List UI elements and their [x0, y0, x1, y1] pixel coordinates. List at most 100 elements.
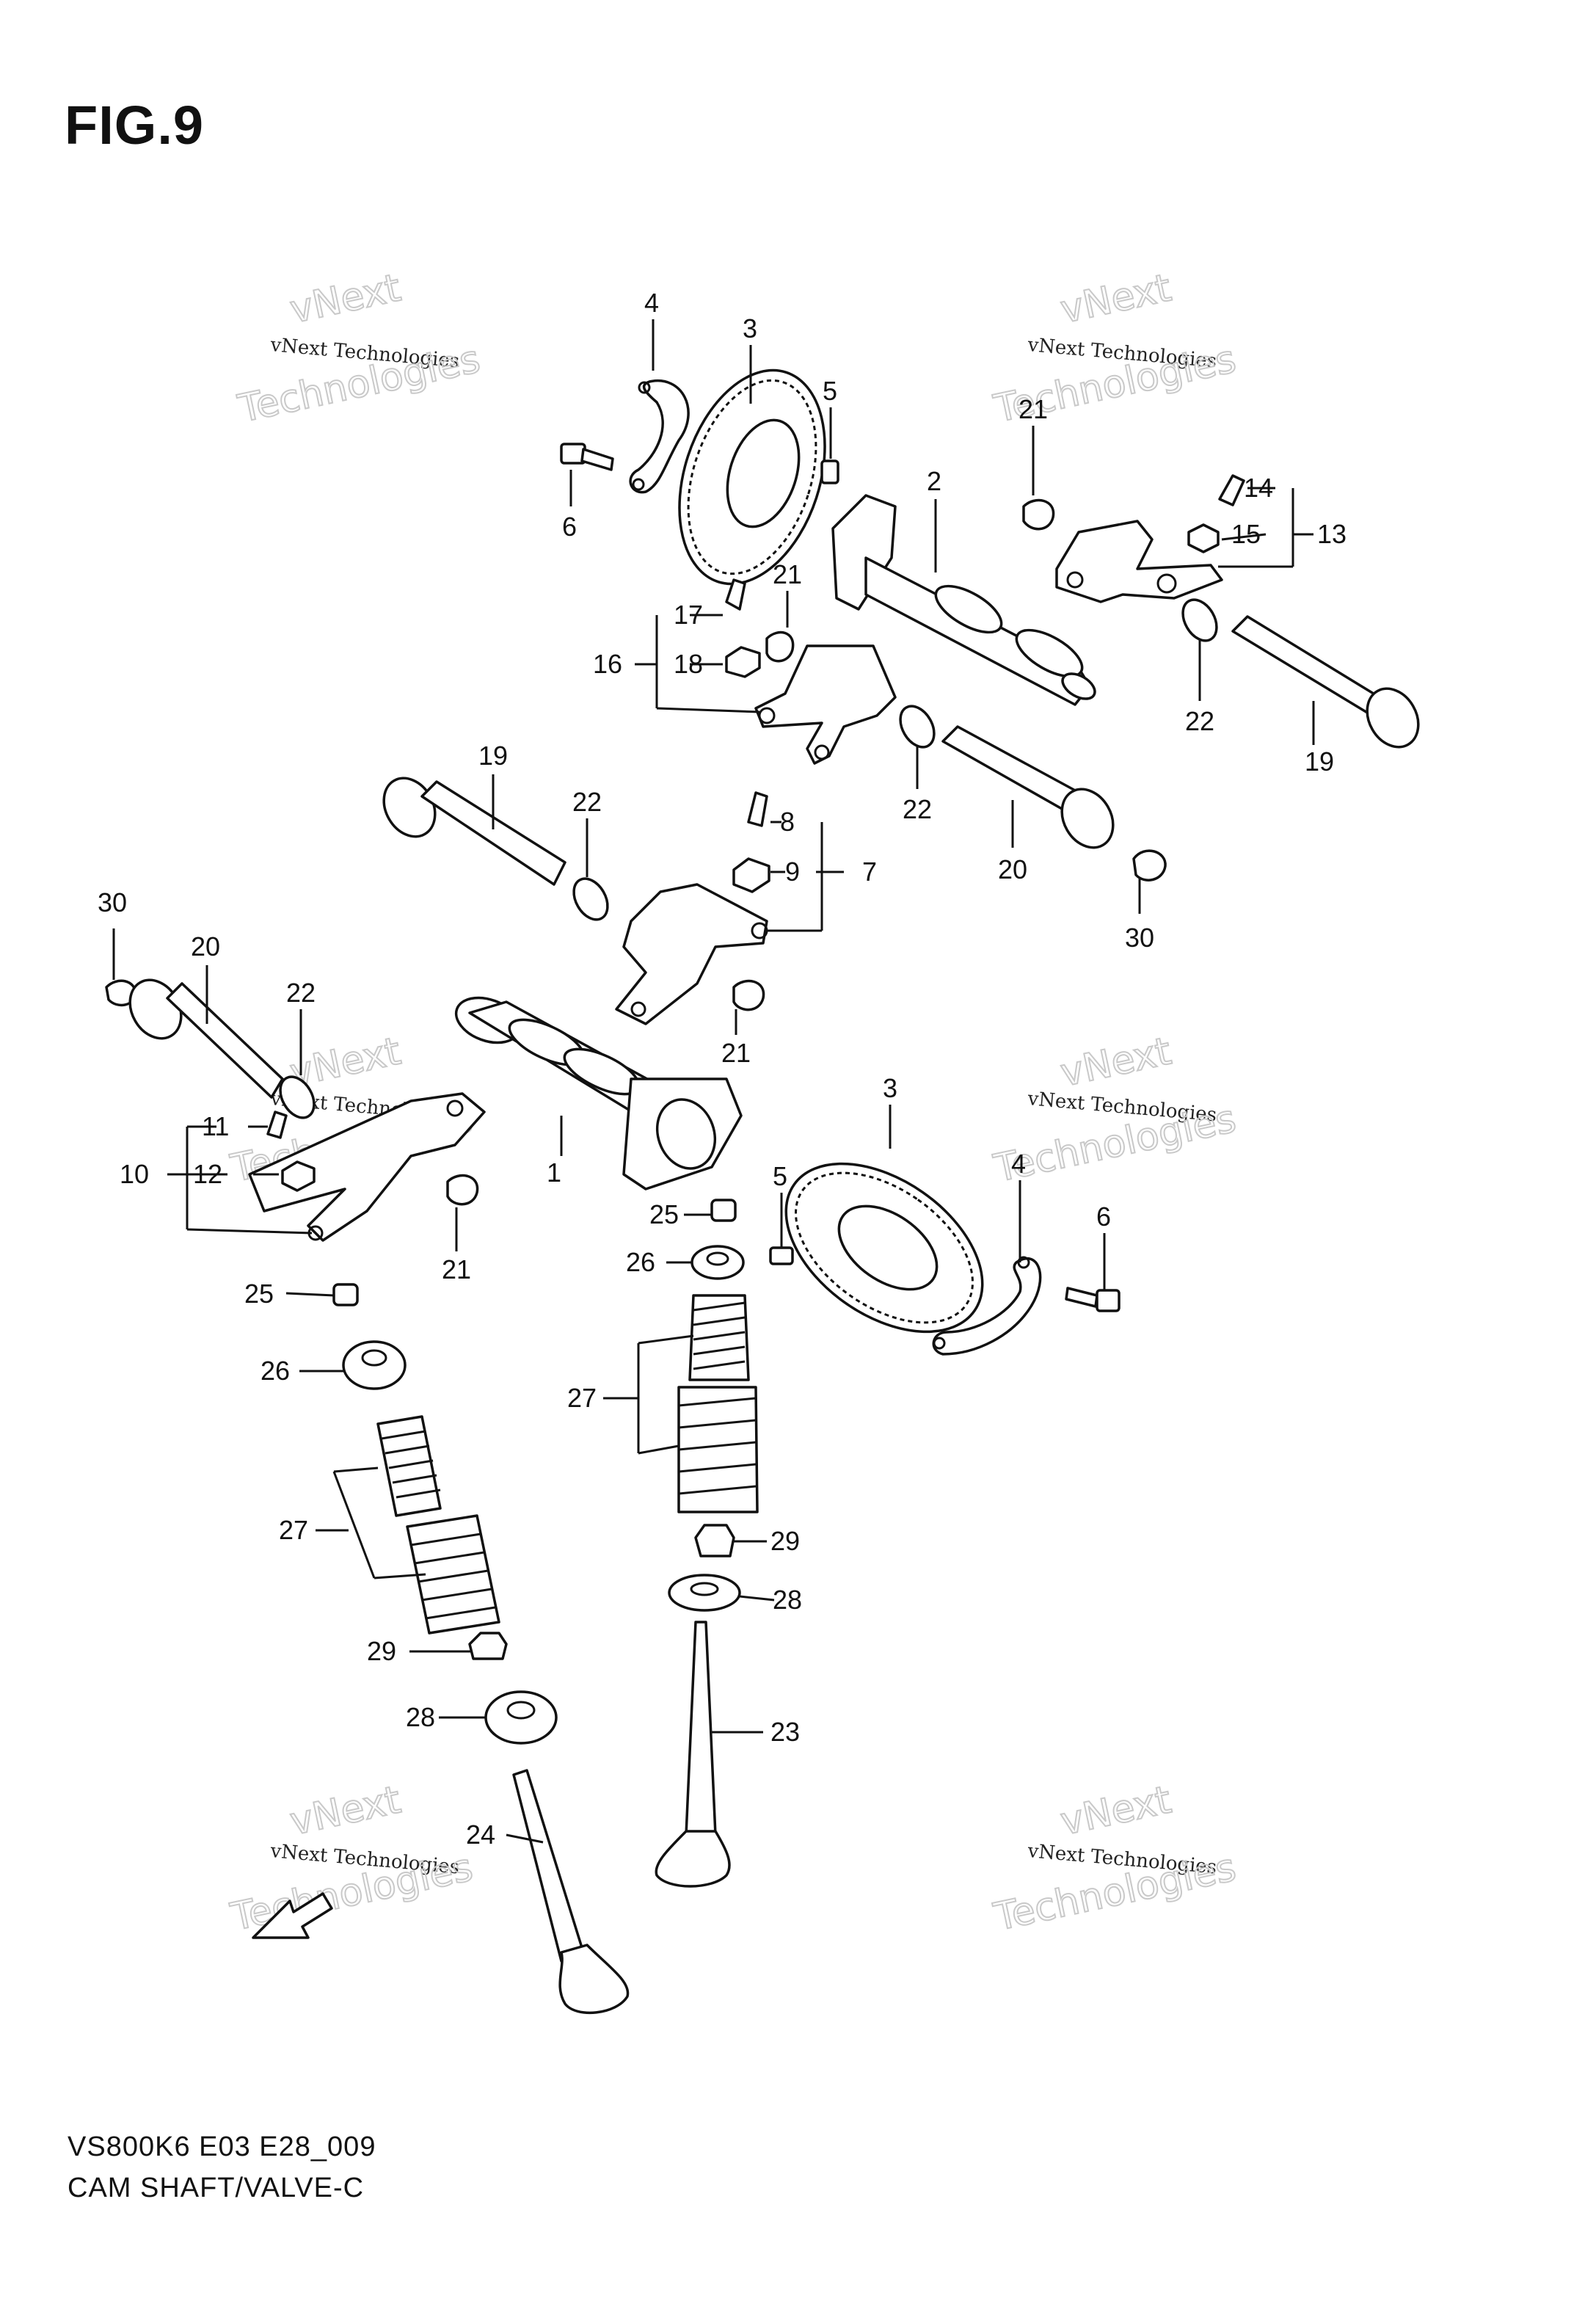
callout-30-left: 30: [98, 887, 127, 917]
callout-25-left: 25: [244, 1279, 274, 1309]
callout-23: 23: [770, 1717, 800, 1747]
dowel-pin-bottom: [769, 1246, 794, 1265]
callout-18: 18: [674, 649, 703, 679]
callout-3-bottom: 3: [883, 1073, 897, 1103]
callout-3-top: 3: [743, 313, 757, 343]
rocker-shaft-19-top: [1231, 615, 1420, 749]
valve-springs-27-center: [677, 1294, 759, 1513]
callout-17: 17: [674, 600, 703, 630]
callout-27-left: 27: [279, 1515, 308, 1545]
callout-4-bottom: 4: [1011, 1149, 1026, 1179]
svg-text:vNext: vNext: [1057, 1029, 1175, 1095]
callout-21-mid: 21: [721, 1038, 751, 1068]
nut-15: [1187, 523, 1220, 553]
callout-10: 10: [120, 1159, 149, 1189]
camshaft-front: [454, 996, 743, 1190]
shim-21-top-right: [1022, 498, 1055, 531]
callout-22-far-left: 22: [286, 978, 316, 1008]
callout-26-center: 26: [626, 1247, 655, 1277]
diagram-caption: CAM SHAFT/VALVE-C: [68, 2173, 365, 2203]
spring-seat-28-center: [668, 1574, 741, 1612]
callout-1: 1: [547, 1157, 561, 1188]
watermark-bottom-right: vNext vNext Technologies Technologies: [989, 1777, 1240, 1940]
callout-25-center: 25: [649, 1199, 679, 1229]
callout-21-center: 21: [773, 559, 802, 589]
callout-27-center: 27: [567, 1383, 597, 1413]
retainer-plate-bottom: [932, 1256, 1042, 1356]
cam-sprocket-top: [678, 368, 826, 586]
watermark-top-left: vNext vNext Technologies Technologies: [233, 265, 484, 432]
callout-11: 11: [202, 1111, 229, 1141]
rocker-arm-7: [615, 883, 768, 1025]
svg-text:vNext: vNext: [1057, 1778, 1175, 1844]
nut-12: [281, 1160, 316, 1192]
callout-7: 7: [862, 857, 877, 887]
washer-22-center: [899, 705, 936, 749]
callout-26-left: 26: [260, 1356, 290, 1386]
callout-29-center: 29: [770, 1526, 800, 1556]
washer-22-top-right: [1181, 598, 1218, 642]
shim-21-mid: [732, 979, 765, 1011]
callout-labels: 1 2 3 3 4 4 5 5 6 6 7 8 9 10 11 12 13 14…: [98, 288, 1347, 1850]
rocker-shaft-20-left: [128, 978, 284, 1099]
callout-5-bottom: 5: [773, 1161, 787, 1191]
callout-22-top-right: 22: [1185, 706, 1214, 736]
watermark-bottom-left: vNext vNext Technologies Technologies: [226, 1777, 477, 1940]
callout-22-center: 22: [903, 794, 932, 824]
callout-4-top: 4: [644, 288, 659, 318]
leader-lines: [112, 319, 1315, 1844]
model-code: VS800K6 E03 E28_009: [68, 2131, 376, 2162]
rocker-arm-13: [1055, 520, 1223, 603]
callout-19-top: 19: [1305, 746, 1334, 777]
rocker-shaft-20-center: [941, 725, 1115, 849]
callout-19-left: 19: [478, 741, 508, 771]
svg-text:vNext: vNext: [1057, 266, 1175, 332]
callout-24: 24: [466, 1820, 495, 1850]
watermark-mid-right: vNext vNext Technologies Technologies: [989, 1028, 1240, 1191]
callout-15: 15: [1231, 519, 1261, 549]
callout-21-top-right: 21: [1019, 394, 1048, 424]
svg-text:vNext: vNext: [286, 1778, 404, 1844]
plug-30-right: [1132, 849, 1167, 881]
callout-2: 2: [927, 466, 941, 496]
callout-9: 9: [785, 857, 800, 887]
cotter-25-center: [710, 1199, 737, 1222]
callout-22-left: 22: [572, 787, 602, 817]
nut-18: [725, 646, 761, 678]
camshaft-rear: [831, 494, 1096, 706]
callout-16: 16: [593, 649, 622, 679]
figure-title: FIG.9: [65, 95, 205, 156]
rocker-arm-16: [754, 644, 897, 765]
cam-sprocket-bottom: [784, 1162, 984, 1334]
spring-seat-28-left: [484, 1690, 558, 1745]
svg-text:vNext: vNext: [286, 266, 404, 332]
spring-retainer-26-left: [342, 1340, 407, 1390]
callout-30-right: 30: [1125, 923, 1154, 953]
dowel-pin-top: [820, 459, 839, 484]
valve-seal-29-left: [468, 1632, 508, 1660]
adjust-screw-17: [725, 578, 746, 611]
valve-springs-27-left: [376, 1415, 500, 1635]
callout-20-left: 20: [191, 931, 220, 961]
washer-22-left: [572, 877, 609, 921]
callout-12: 12: [193, 1159, 222, 1189]
rocker-shaft-19-left: [382, 777, 566, 886]
callout-21-lower: 21: [442, 1254, 471, 1284]
callout-29-left: 29: [367, 1636, 396, 1666]
callout-6-bottom: 6: [1096, 1202, 1111, 1232]
callout-28-center: 28: [773, 1585, 802, 1615]
front-direction-arrow: [252, 1892, 333, 1939]
valve-seal-29-center: [694, 1524, 735, 1557]
valve-24: [512, 1769, 630, 2014]
callout-8: 8: [780, 807, 795, 837]
cotter-25-left: [332, 1283, 359, 1306]
adjust-screw-14: [1218, 474, 1245, 506]
callout-14: 14: [1244, 473, 1273, 503]
shim-21-lower: [446, 1174, 479, 1206]
callout-28-left: 28: [406, 1702, 435, 1732]
callout-5-top: 5: [823, 376, 837, 406]
retainer-plate-top: [629, 379, 690, 494]
callout-13: 13: [1317, 519, 1347, 549]
spring-retainer-26-center: [690, 1245, 745, 1280]
